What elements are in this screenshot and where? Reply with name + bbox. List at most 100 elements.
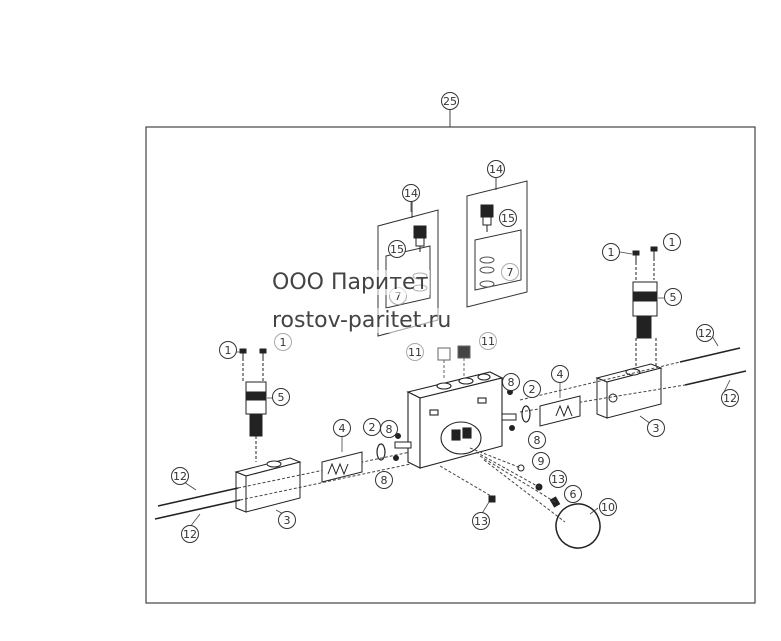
callout-circle bbox=[502, 373, 520, 391]
callout-label: 2 bbox=[529, 383, 536, 396]
spring-kit-left bbox=[321, 451, 363, 483]
callout-label: 1 bbox=[608, 246, 615, 259]
callout-label: 6 bbox=[570, 488, 577, 501]
callout-label: 8 bbox=[381, 474, 388, 487]
callout-14b: 14 bbox=[487, 160, 505, 178]
callout-circle bbox=[499, 209, 517, 227]
callout-4b: 4 bbox=[551, 365, 569, 383]
callout-8a: 8 bbox=[380, 420, 398, 438]
callout-13a: 13 bbox=[549, 470, 567, 488]
callout-1c: 1 bbox=[602, 243, 620, 261]
callout-circle bbox=[278, 511, 296, 529]
callout-circle bbox=[696, 324, 714, 342]
callout-label: 11 bbox=[408, 346, 422, 359]
callout-11b: 11 bbox=[479, 332, 497, 350]
callout-label: 14 bbox=[489, 163, 503, 176]
callout-circle bbox=[523, 380, 541, 398]
callout-1d: 1 bbox=[663, 233, 681, 251]
fitting-guides bbox=[439, 447, 566, 523]
callout-circle bbox=[388, 240, 406, 258]
callout-11a: 11 bbox=[406, 343, 424, 361]
callout-label: 3 bbox=[653, 422, 660, 435]
callout-layer: 2514141515771111111155121212124422888833… bbox=[171, 92, 739, 543]
callout-14a: 14 bbox=[402, 184, 420, 202]
seal-kit-right bbox=[466, 178, 528, 308]
plug-fittings bbox=[437, 345, 471, 380]
callout-circle bbox=[532, 452, 550, 470]
callout-circle bbox=[501, 263, 519, 281]
o-rings bbox=[376, 405, 531, 461]
callout-circle bbox=[599, 498, 617, 516]
callout-label: 8 bbox=[386, 423, 393, 436]
callout-label: 15 bbox=[390, 243, 404, 256]
callout-15a: 15 bbox=[388, 240, 406, 258]
callout-6: 6 bbox=[564, 485, 582, 503]
callout-circle bbox=[181, 525, 199, 543]
callout-circle bbox=[664, 288, 682, 306]
callout-1b: 1 bbox=[274, 333, 292, 351]
callout-circle bbox=[219, 341, 237, 359]
spool-plungers bbox=[394, 413, 517, 449]
callout-label: 5 bbox=[670, 291, 677, 304]
valve-body bbox=[406, 371, 504, 469]
callout-label: 3 bbox=[284, 514, 291, 527]
callout-9: 9 bbox=[532, 452, 550, 470]
callout-circle bbox=[551, 365, 569, 383]
cover-gasket bbox=[555, 503, 601, 549]
callout-circle bbox=[602, 243, 620, 261]
callout-circle bbox=[441, 92, 459, 110]
callout-5b: 5 bbox=[664, 288, 682, 306]
callout-25: 25 bbox=[441, 92, 459, 110]
callout-12b: 12 bbox=[181, 525, 199, 543]
callout-label: 11 bbox=[481, 335, 495, 348]
callout-8b: 8 bbox=[375, 471, 393, 489]
callout-5a: 5 bbox=[272, 388, 290, 406]
callout-label: 1 bbox=[280, 336, 287, 349]
callout-circle bbox=[375, 471, 393, 489]
callout-label: 12 bbox=[698, 327, 712, 340]
relief-cartridge-left bbox=[413, 225, 427, 252]
callout-label: 12 bbox=[173, 470, 187, 483]
callout-1a: 1 bbox=[219, 341, 237, 359]
callout-label: 8 bbox=[508, 376, 515, 389]
callout-12d: 12 bbox=[721, 389, 739, 407]
callout-circle bbox=[333, 419, 351, 437]
callout-circle bbox=[479, 332, 497, 350]
callout-3b: 3 bbox=[647, 419, 665, 437]
callout-8c: 8 bbox=[502, 373, 520, 391]
callout-label: 1 bbox=[225, 344, 232, 357]
callout-circle bbox=[721, 389, 739, 407]
callout-2b: 2 bbox=[523, 380, 541, 398]
callout-label: 10 bbox=[601, 501, 615, 514]
callout-label: 1 bbox=[669, 236, 676, 249]
callout-label: 13 bbox=[474, 515, 488, 528]
callout-10: 10 bbox=[599, 498, 617, 516]
callout-label: 7 bbox=[395, 290, 402, 303]
callout-circle bbox=[402, 184, 420, 202]
callout-label: 5 bbox=[278, 391, 285, 404]
callout-12a: 12 bbox=[171, 467, 189, 485]
callout-label: 2 bbox=[369, 421, 376, 434]
tie-rods bbox=[154, 347, 747, 520]
callout-circle bbox=[663, 233, 681, 251]
callout-8d: 8 bbox=[528, 431, 546, 449]
callout-label: 4 bbox=[557, 368, 564, 381]
callout-circle bbox=[647, 419, 665, 437]
callout-circle bbox=[272, 388, 290, 406]
callout-label: 25 bbox=[443, 95, 457, 108]
solenoid-right bbox=[632, 258, 658, 372]
callout-circle bbox=[380, 420, 398, 438]
solenoid-left bbox=[242, 358, 267, 462]
watermark-company: ООО Паритет bbox=[270, 270, 431, 295]
callout-circle bbox=[549, 470, 567, 488]
screw-set bbox=[239, 246, 658, 360]
end-block-left bbox=[234, 457, 302, 513]
spring-kit-right bbox=[539, 395, 581, 427]
callout-15b: 15 bbox=[499, 209, 517, 227]
callout-circle bbox=[171, 467, 189, 485]
callout-label: 9 bbox=[538, 455, 545, 468]
callout-circle bbox=[528, 431, 546, 449]
callout-label: 7 bbox=[507, 266, 514, 279]
callout-13b: 13 bbox=[472, 512, 490, 530]
